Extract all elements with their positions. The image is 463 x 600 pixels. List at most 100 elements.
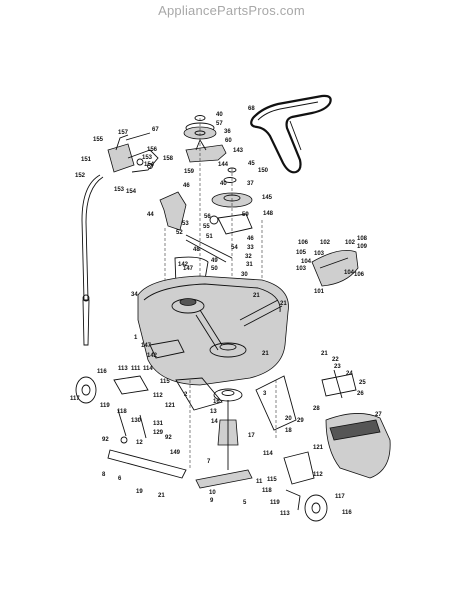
drive-belt bbox=[250, 94, 332, 174]
mower-deck bbox=[137, 275, 289, 386]
callout-c116b: 116 bbox=[342, 510, 352, 516]
callout-c26: 26 bbox=[357, 391, 364, 397]
callout-c48: 48 bbox=[193, 247, 200, 253]
left-gauge-wheel bbox=[75, 375, 149, 444]
callout-c21c: 21 bbox=[262, 351, 269, 357]
callout-c50: 50 bbox=[211, 266, 218, 272]
callout-c32: 32 bbox=[245, 254, 252, 260]
callout-c40a: 40 bbox=[216, 112, 223, 118]
callout-c144: 144 bbox=[218, 162, 229, 168]
callout-c21a: 21 bbox=[253, 293, 260, 299]
callout-c151: 151 bbox=[81, 157, 92, 163]
lift-lever-assembly bbox=[107, 132, 159, 173]
callout-c108: 108 bbox=[357, 236, 368, 242]
callout-c67: 67 bbox=[152, 127, 159, 133]
callout-c117a: 117 bbox=[70, 396, 80, 402]
callout-c159: 159 bbox=[184, 169, 195, 175]
callout-c1: 1 bbox=[134, 335, 138, 341]
callout-c17: 17 bbox=[248, 433, 255, 439]
callout-c116a: 116 bbox=[97, 369, 107, 375]
callout-c115b: 115 bbox=[267, 477, 277, 483]
callout-c36: 36 bbox=[224, 129, 231, 135]
callout-c103: 103 bbox=[314, 251, 325, 257]
callout-c114b: 114 bbox=[263, 451, 273, 457]
callout-c56: 56 bbox=[204, 214, 211, 220]
callout-c112a: 112 bbox=[153, 393, 163, 399]
callout-c21e: 21 bbox=[321, 351, 328, 357]
callout-c105: 105 bbox=[296, 250, 307, 256]
callout-c37: 37 bbox=[247, 181, 254, 187]
callout-c24: 24 bbox=[346, 371, 353, 377]
deflector-shield bbox=[311, 249, 359, 287]
callout-c113b: 113 bbox=[280, 511, 290, 517]
callout-c10: 10 bbox=[209, 490, 216, 496]
callout-c101: 101 bbox=[314, 289, 325, 295]
callout-c154: 154 bbox=[144, 162, 155, 168]
callout-c21b: 21 bbox=[280, 301, 287, 307]
callout-c153b: 153 bbox=[114, 187, 125, 193]
callout-c55: 55 bbox=[203, 224, 210, 230]
callout-c143: 143 bbox=[233, 148, 244, 154]
callout-c44: 44 bbox=[147, 212, 154, 218]
callout-c102b: 102 bbox=[345, 240, 356, 246]
callout-c25: 25 bbox=[359, 380, 366, 386]
callout-c54: 54 bbox=[231, 245, 238, 251]
callout-c92b: 92 bbox=[102, 437, 109, 443]
callout-c3: 3 bbox=[263, 391, 267, 397]
callout-c102a: 102 bbox=[320, 240, 331, 246]
callout-c142b: 142 bbox=[147, 353, 158, 359]
callout-c5: 5 bbox=[243, 500, 247, 506]
callout-c148: 148 bbox=[263, 211, 274, 217]
callout-c51: 51 bbox=[206, 234, 213, 240]
callout-c152: 152 bbox=[75, 173, 86, 179]
callout-c14: 14 bbox=[211, 419, 218, 425]
callout-c131: 131 bbox=[153, 421, 164, 427]
callout-c145: 145 bbox=[262, 195, 273, 201]
callout-c119a: 119 bbox=[100, 403, 110, 409]
callout-c33: 33 bbox=[247, 245, 254, 251]
callout-c27: 27 bbox=[375, 412, 382, 418]
callout-c22: 22 bbox=[332, 357, 339, 363]
callout-c158: 158 bbox=[163, 156, 174, 162]
callout-c18: 18 bbox=[285, 428, 292, 434]
callout-c28: 28 bbox=[313, 406, 320, 412]
callout-c106a: 106 bbox=[298, 240, 309, 246]
callout-c20: 20 bbox=[285, 416, 292, 422]
callout-c113a: 113 bbox=[118, 366, 128, 372]
callout-c7: 7 bbox=[207, 459, 211, 465]
callout-c129: 129 bbox=[153, 430, 164, 436]
callout-c2: 2 bbox=[184, 392, 188, 398]
callout-c57: 57 bbox=[216, 121, 223, 127]
callout-c31: 31 bbox=[246, 262, 253, 268]
callout-c149: 149 bbox=[170, 450, 181, 456]
callout-c118b: 118 bbox=[262, 488, 272, 494]
callout-c155: 155 bbox=[93, 137, 104, 143]
callout-c117b: 117 bbox=[335, 494, 345, 500]
callout-c19: 19 bbox=[136, 489, 143, 495]
upper-pulley-stack bbox=[183, 115, 253, 285]
callout-c114a: 114 bbox=[143, 366, 153, 372]
callout-c118a: 118 bbox=[117, 409, 127, 415]
callout-c142a: 142 bbox=[178, 262, 189, 268]
callout-c153a: 153 bbox=[142, 155, 153, 161]
callout-c154b: 154 bbox=[126, 189, 137, 195]
callout-c45: 45 bbox=[248, 161, 255, 167]
callout-c147a: 147 bbox=[183, 266, 194, 272]
callout-c68: 68 bbox=[248, 106, 255, 112]
callout-c119b: 119 bbox=[270, 500, 280, 506]
callout-c106b: 106 bbox=[354, 272, 365, 278]
callout-c49: 49 bbox=[211, 258, 218, 264]
spindle-and-blade bbox=[107, 375, 297, 489]
callout-c34: 34 bbox=[131, 292, 138, 298]
callout-c46: 46 bbox=[183, 183, 190, 189]
callout-c147b: 147 bbox=[141, 343, 152, 349]
callout-c12: 12 bbox=[136, 440, 143, 446]
callout-c11: 11 bbox=[256, 479, 263, 485]
callout-c104a: 104 bbox=[301, 259, 312, 265]
discharge-chute bbox=[321, 369, 391, 479]
watermark: AppliancePartsPros.com bbox=[158, 3, 305, 18]
callout-c9: 9 bbox=[210, 498, 214, 504]
